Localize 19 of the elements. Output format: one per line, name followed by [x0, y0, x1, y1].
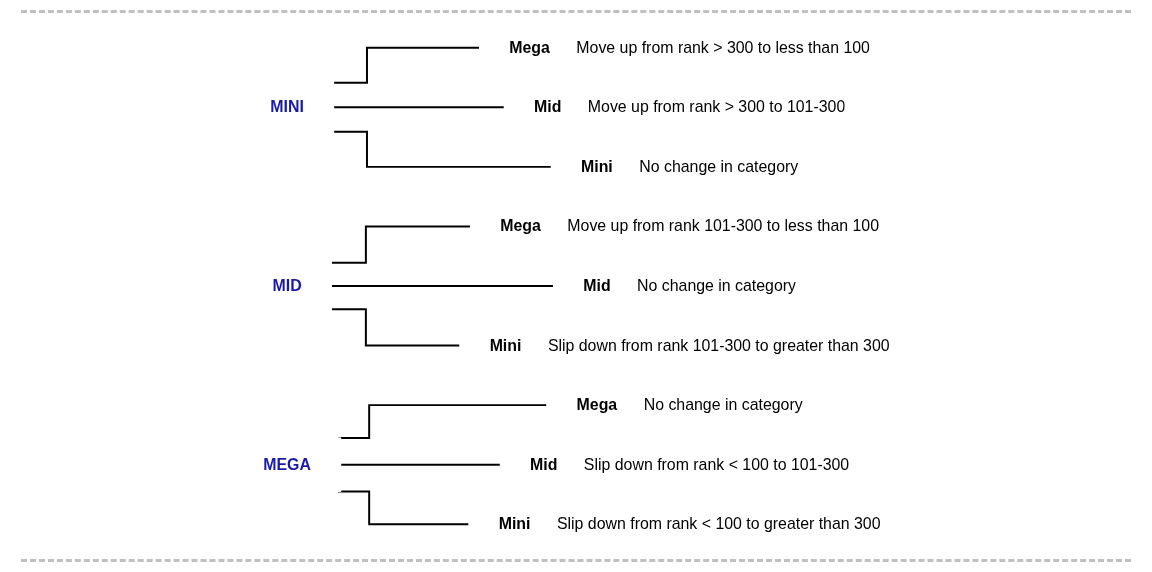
node-text: MINI — [269, 98, 304, 116]
node-text: Mega Move up from rank 101-300 to less than 100 — [499, 217, 879, 235]
connector — [332, 130, 552, 168]
node-text: Mid No change in category — [582, 277, 796, 294]
connector — [330, 225, 471, 264]
connector — [330, 308, 461, 347]
connector — [330, 285, 554, 287]
node-text: MID — [272, 277, 302, 294]
node-text: MEGA — [262, 455, 311, 473]
node-text: Mega Move up from rank > 300 to less than 100 — [508, 38, 870, 56]
node-text: Mid Slip down from rank < 100 to 101-300 — [529, 455, 849, 473]
connector — [332, 106, 505, 109]
node-text: Mini Slip down from rank < 100 to greater than 300 — [498, 515, 881, 533]
node-text: Mid Move up from rank > 300 to 101-300 — [533, 98, 845, 116]
node-text: Mini Slip down from rank 101-300 to greater than 300 — [489, 336, 890, 354]
connector — [339, 463, 501, 466]
node-text: Mini No change in category — [580, 157, 798, 175]
connector — [332, 46, 481, 84]
node-text: Mega No change in category — [576, 396, 803, 414]
